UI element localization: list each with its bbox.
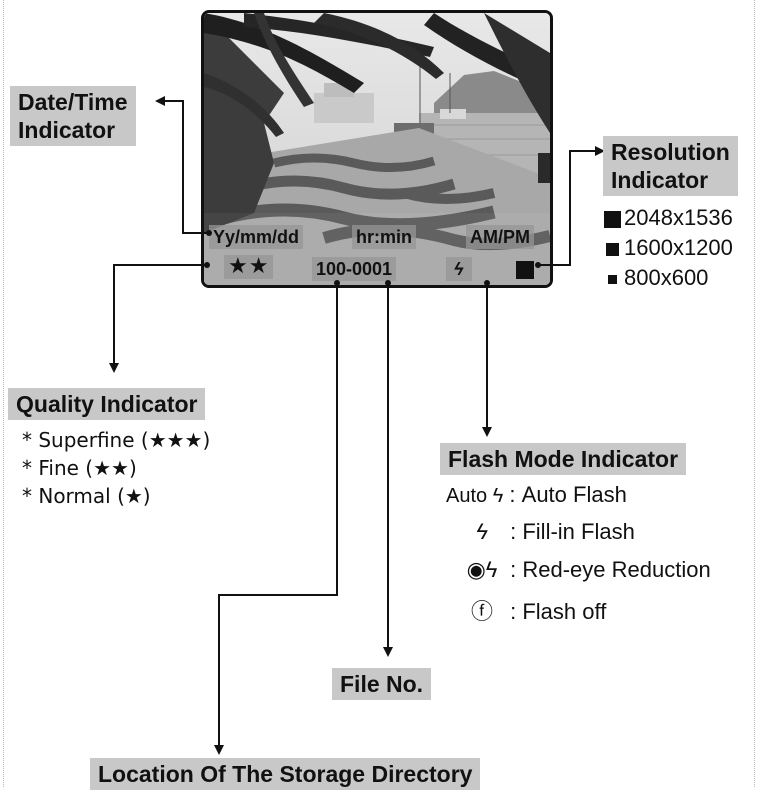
quality-option: * Superfine (★★★) — [22, 428, 211, 452]
auto-flash-icon: Auto ϟ — [446, 485, 504, 507]
resolution-option: 2048x1536 — [604, 205, 733, 231]
flash-mode-item: ϟ : Fill-in Flash — [460, 519, 635, 545]
resolution-option-label: 800x600 — [624, 265, 709, 290]
flash-mode-desc: : Auto Flash — [509, 482, 627, 507]
quality-stars-readout: ★★ — [224, 255, 274, 279]
resolution-option-label: 2048x1536 — [624, 205, 733, 230]
right-dotted-border — [754, 0, 755, 787]
ampm-readout: AM/PM — [466, 225, 534, 249]
datetime-label-line2: Indicator — [18, 117, 116, 143]
flash-mode-desc: : Red-eye Reduction — [510, 557, 711, 582]
flash-mode-item: ⓕ : Flash off — [460, 594, 606, 626]
flash-mode-item: Auto ϟ : Auto Flash — [446, 482, 627, 508]
flash-mode-item: ◉ϟ : Red-eye Reduction — [460, 557, 711, 583]
datetime-label-line1: Date/Time — [18, 89, 128, 115]
datetime-indicator-label: Date/Time Indicator — [10, 86, 136, 146]
resolution-option: 800x600 — [608, 265, 708, 291]
quality-option: * Normal (★) — [22, 484, 151, 508]
file-number-readout: 100-0001 — [312, 257, 397, 281]
resolution-option: 1600x1200 — [606, 235, 733, 261]
medium-square-icon — [606, 242, 619, 256]
fill-in-flash-icon: ϟ — [476, 519, 488, 544]
resolution-option-label: 1600x1200 — [624, 235, 733, 260]
small-square-icon — [608, 274, 617, 284]
flash-mode-desc: : Fill-in Flash — [510, 519, 635, 544]
date-format-readout: Yy/mm/dd — [209, 225, 304, 249]
resolution-label-line1: Resolution — [611, 139, 730, 165]
resolution-indicator-label: Resolution Indicator — [603, 136, 738, 196]
flash-mode-indicator-label: Flash Mode Indicator — [440, 443, 687, 475]
left-dotted-border — [3, 0, 4, 787]
red-eye-flash-icon: ◉ϟ — [466, 557, 498, 582]
lcd-screen: Yy/mm/dd hr:min AM/PM ★★ 100-0001 ϟ — [201, 10, 553, 288]
large-square-icon — [604, 210, 621, 228]
flash-icon: ϟ — [446, 257, 472, 281]
file-no-label: File No. — [332, 668, 432, 700]
storage-directory-label: Location Of The Storage Directory — [90, 758, 481, 790]
resolution-square-icon — [516, 261, 534, 279]
quality-indicator-label: Quality Indicator — [8, 388, 206, 420]
quality-option: * Fine (★★) — [22, 456, 137, 480]
flash-off-icon: ⓕ — [470, 599, 493, 624]
flash-mode-desc: : Flash off — [510, 599, 607, 624]
time-format-readout: hr:min — [352, 225, 416, 249]
resolution-label-line2: Indicator — [611, 167, 709, 193]
